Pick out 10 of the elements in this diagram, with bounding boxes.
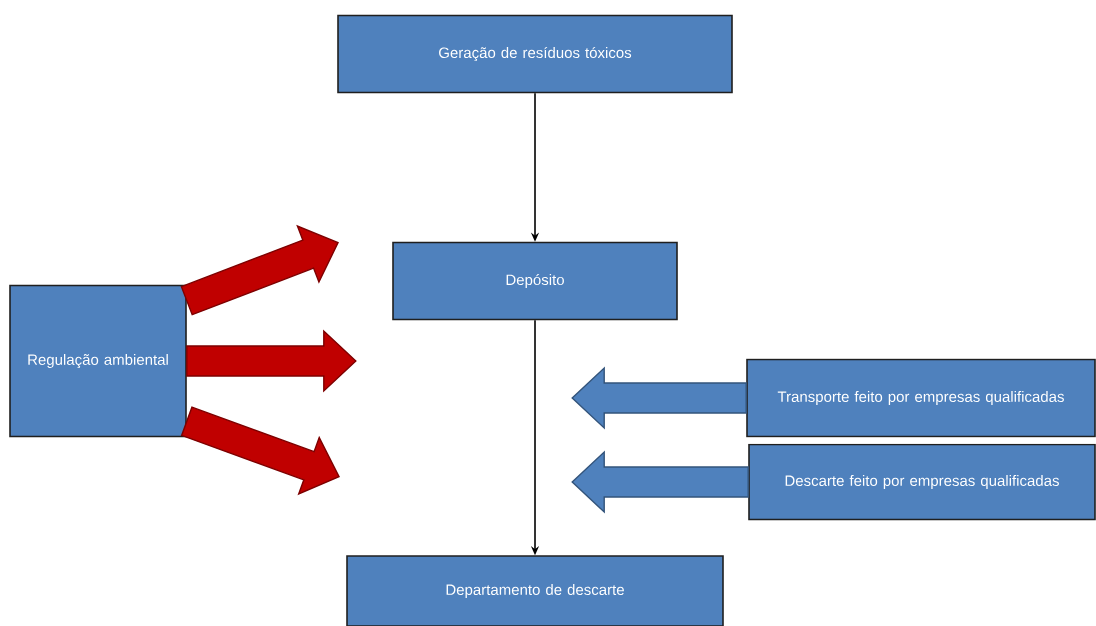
process-box: Transporte feito por empresas qualificadas: [746, 358, 1096, 438]
block-arrow: [180, 224, 339, 316]
process-box: Regulação ambiental: [9, 284, 187, 438]
process-box: Descarte feito por empresas qualificadas: [748, 443, 1096, 521]
block-arrow: [571, 450, 749, 514]
process-box: Depósito: [392, 241, 678, 321]
block-arrow: [571, 366, 747, 430]
process-box: Departamento de descarte: [346, 555, 724, 626]
process-box: Geração de resíduos tóxicos: [337, 14, 733, 94]
block-arrow: [186, 329, 357, 393]
